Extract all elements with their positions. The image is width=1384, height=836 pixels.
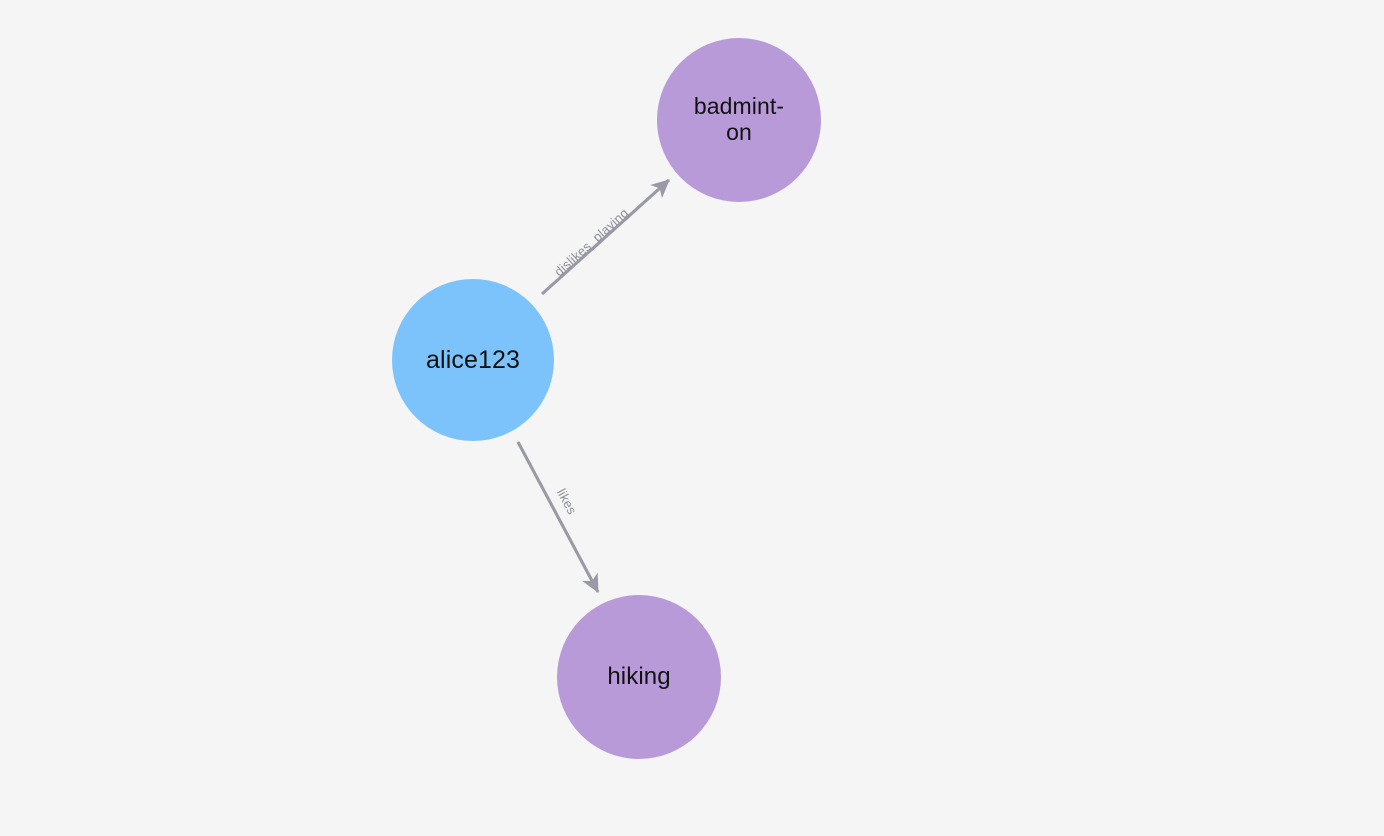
edge-label-dislikes-playing: dislikes_playing bbox=[551, 205, 631, 279]
graph-node-hiking[interactable]: hiking bbox=[557, 595, 721, 759]
graph-node-badminton[interactable]: badmint- on bbox=[657, 38, 821, 202]
edge-dislikes-playing[interactable]: dislikes_playing bbox=[540, 178, 671, 296]
edge-likes[interactable]: likes bbox=[516, 441, 600, 594]
edge-line bbox=[516, 441, 600, 594]
graph-node-alice123[interactable]: alice123 bbox=[392, 279, 554, 441]
node-label-badminton: badmint- on bbox=[693, 93, 785, 145]
node-label-hiking: hiking bbox=[607, 662, 671, 690]
edge-line bbox=[540, 178, 671, 296]
node-label-alice123: alice123 bbox=[426, 346, 520, 374]
edge-label-likes: likes bbox=[554, 486, 580, 517]
